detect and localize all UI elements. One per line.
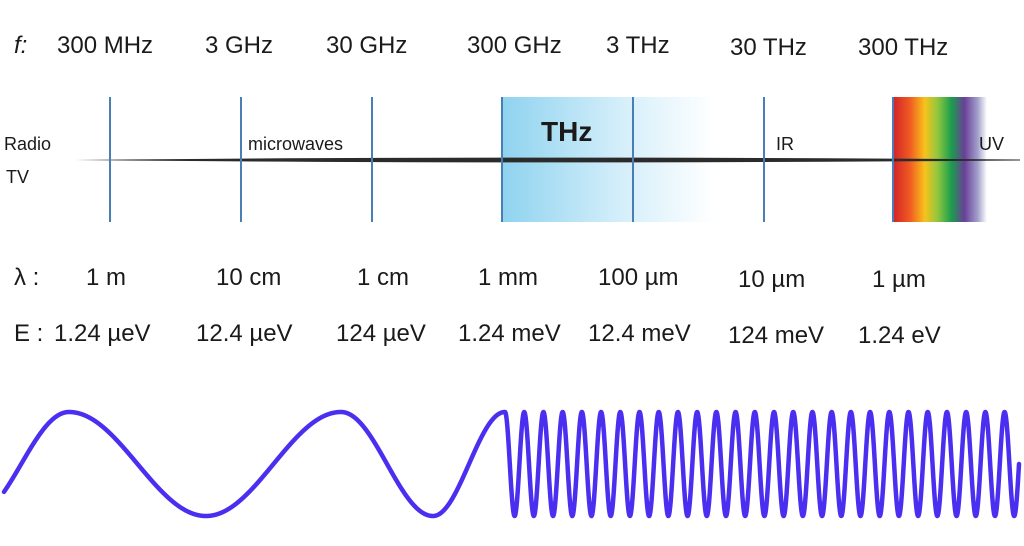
energy-124uev: 124 µeV [336, 320, 426, 347]
energy-1-24uev: 1.24 µeV [54, 320, 151, 347]
band-label-ir: IR [776, 134, 794, 154]
band-dividers [109, 97, 894, 222]
energy-1-24mev: 1.24 meV [458, 320, 561, 347]
freq-30thz: 30 THz [730, 34, 807, 61]
frequency-symbol: f: [14, 32, 28, 59]
lambda-1mm: 1 mm [478, 264, 538, 291]
wavelength-symbol: λ : [14, 264, 40, 291]
band-label-uv: UV [979, 134, 1005, 154]
lambda-10um: 10 µm [738, 266, 806, 293]
freq-300mhz: 300 MHz [57, 32, 154, 59]
band-label-tv: TV [6, 167, 30, 187]
energy-1-24ev: 1.24 eV [858, 322, 941, 349]
spectrum-axis [75, 157, 1020, 163]
energy-12-4uev: 12.4 µeV [196, 320, 293, 347]
band-label-microwaves: microwaves [248, 134, 344, 154]
freq-300ghz: 300 GHz [467, 32, 562, 59]
freq-300thz: 300 THz [858, 34, 949, 61]
band-label-thz: THz [541, 116, 593, 147]
lambda-100um: 100 µm [598, 264, 679, 291]
lambda-1cm: 1 cm [357, 264, 410, 291]
freq-3ghz: 3 GHz [205, 32, 274, 59]
energy-12-4mev: 12.4 meV [588, 320, 691, 347]
lambda-10cm: 10 cm [216, 264, 282, 291]
freq-3thz: 3 THz [606, 32, 670, 59]
energy-symbol: E : [14, 320, 44, 347]
energy-124mev: 124 meV [728, 322, 825, 349]
chirped-wave [1, 409, 1022, 519]
freq-30ghz: 30 GHz [326, 32, 408, 59]
lambda-1um: 1 µm [872, 266, 926, 293]
band-label-radio: Radio [4, 134, 52, 154]
lambda-1m: 1 m [86, 264, 127, 291]
